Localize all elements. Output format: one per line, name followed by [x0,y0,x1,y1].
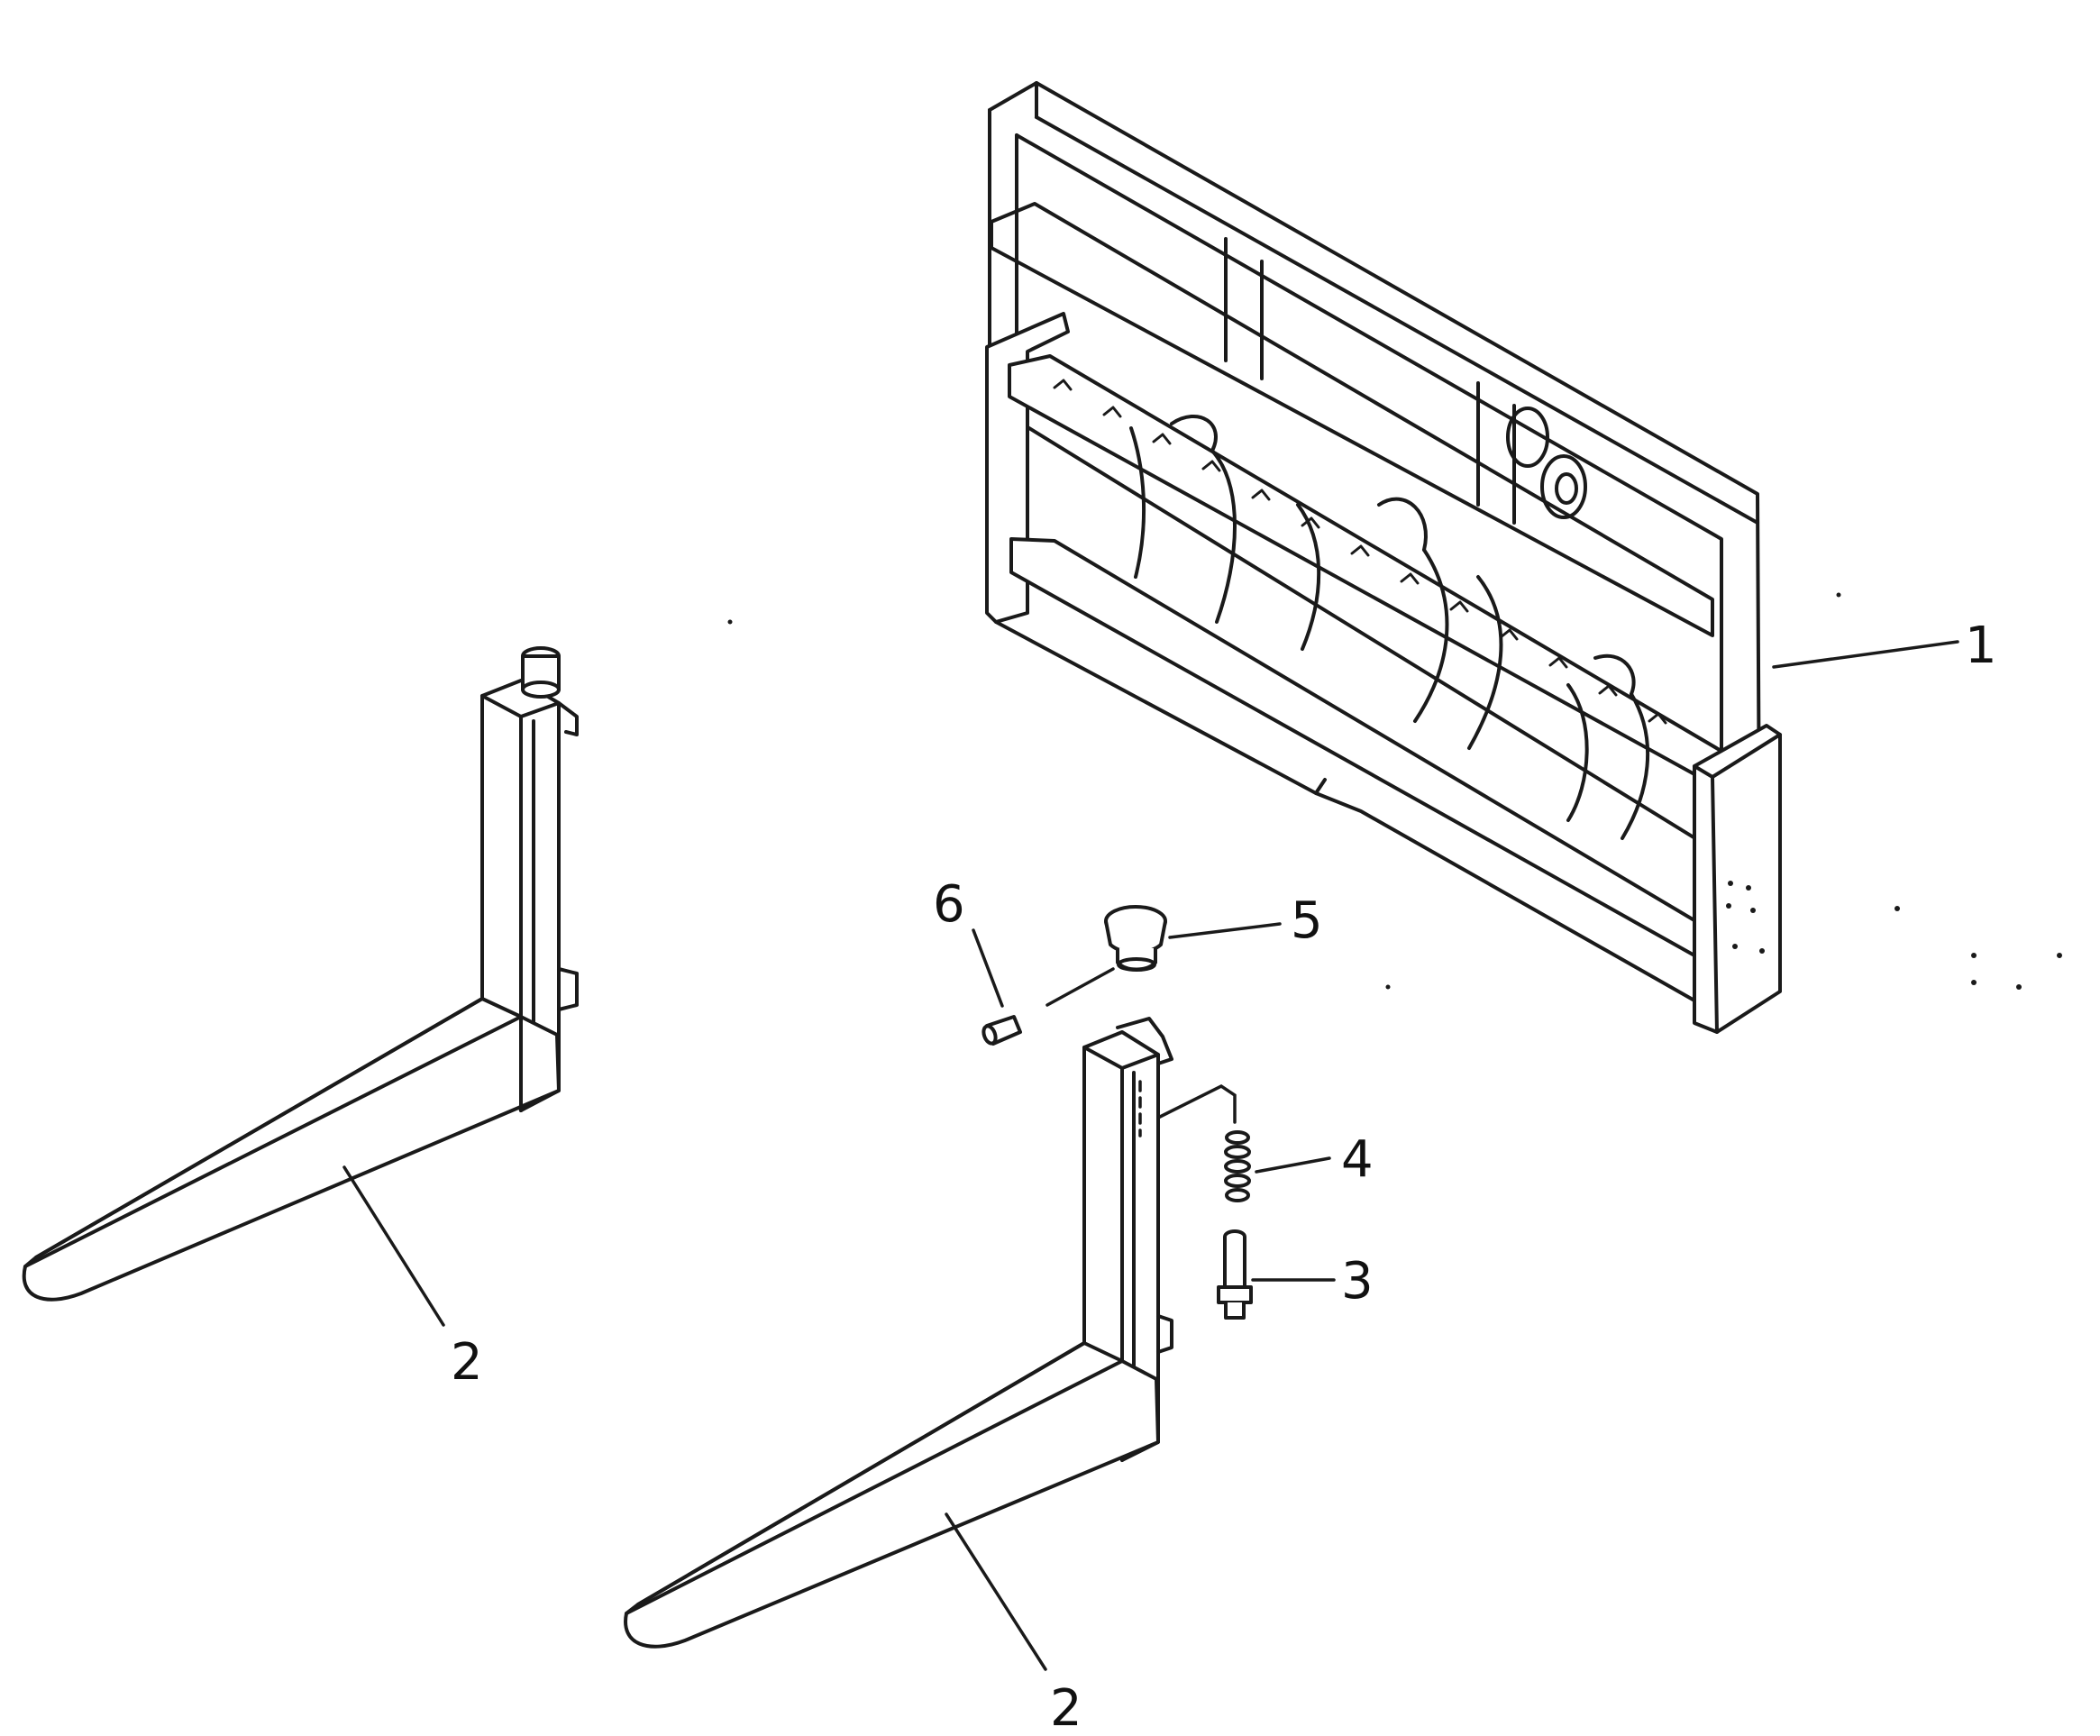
callout-spring: 4 [1341,1130,1374,1189]
roll-pin [982,1015,1022,1046]
fork-right [624,1017,1237,1649]
spring [1224,1130,1251,1202]
callout-roll-pin: 6 [933,875,965,934]
callout-fork-left: 2 [451,1333,483,1392]
leader-2-left [342,1165,445,1327]
leader-2-right [945,1512,1047,1671]
leader-lines [342,640,1959,1671]
callout-labels: 1 2 2 3 4 5 6 [451,617,1997,1736]
leader-4 [1255,1156,1331,1174]
fork-left [22,646,579,1302]
callout-fork-right: 2 [1050,1679,1082,1731]
leader-6-5-connector [1045,967,1115,1007]
knob [1104,905,1167,972]
fork-carriage [985,81,1782,1034]
leader-6 [972,928,1004,1008]
leader-1 [1772,640,1959,669]
callout-carriage: 1 [1965,617,1997,675]
scan-speckles [727,592,2062,990]
pin [1217,1229,1253,1320]
leader-5 [1168,922,1282,939]
callout-pin: 3 [1341,1252,1374,1311]
callout-knob: 5 [1291,891,1323,950]
